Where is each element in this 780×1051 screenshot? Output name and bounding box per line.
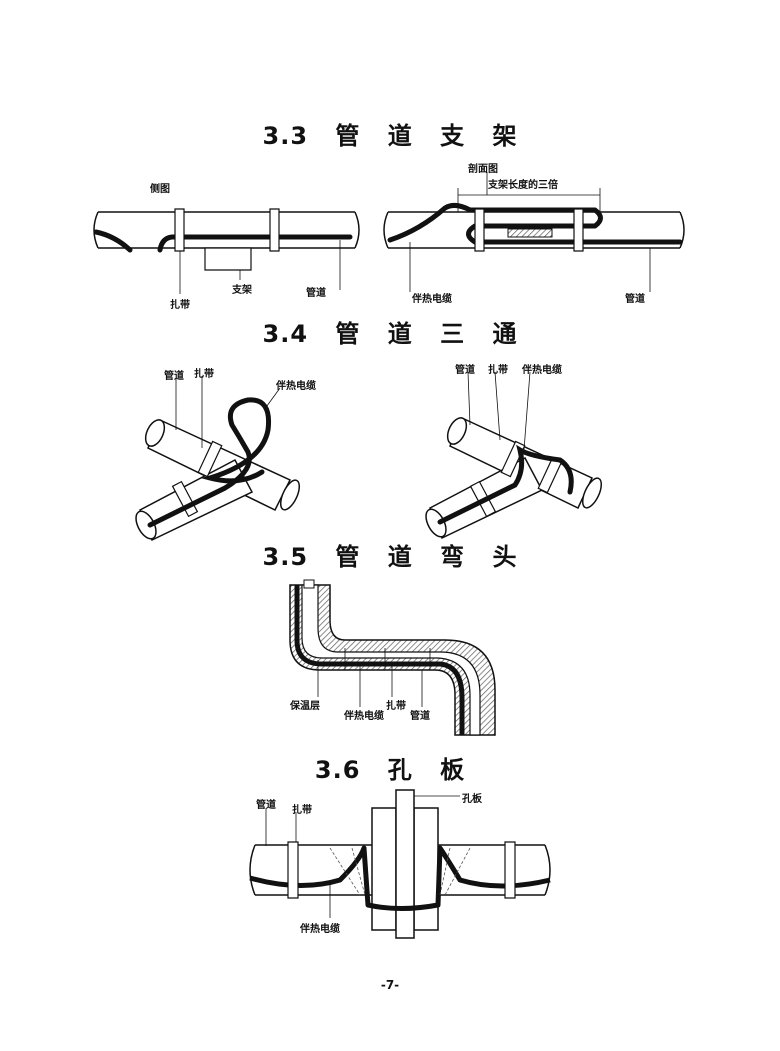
flange-left [372,808,396,930]
page-number: -7- [380,978,400,992]
label-pipe-right: 管道 [625,294,645,305]
leader-lines [468,372,530,450]
orifice-pipe [250,845,550,895]
elbow-cable [297,585,462,735]
orifice-cable [250,848,550,909]
label-elbow-pipe: 管道 [410,711,430,722]
label-tee-left-pipe: 管道 [164,371,184,382]
label-pipe: 管道 [306,288,326,299]
tie-band [175,209,184,251]
label-insulation: 保温层 [290,701,320,712]
section-3-6-title: 3.6 孔 板 [314,756,466,784]
support-block [205,248,251,270]
leader-lines [266,796,460,918]
label-elbow-cable: 伴热电缆 [344,711,384,722]
label-side-view: 侧图 [150,184,170,195]
label-elbow-tie: 扎带 [386,701,406,712]
label-cable: 伴热电缆 [412,294,452,305]
tie-band [288,842,298,898]
label-orifice-cable: 伴热电缆 [300,924,340,935]
label-support: 支架 [232,285,252,296]
leader-lines [410,242,650,292]
orifice-plate [396,790,414,938]
label-support-length: 支架长度的三倍 [488,180,558,191]
elbow-ties [304,580,430,707]
leader-lines [180,240,340,294]
label-orifice-tie: 扎带 [292,805,312,816]
label-tee-right-pipe: 管道 [455,365,475,376]
tie-band [198,441,221,476]
dimension-line [458,172,600,212]
section-view-cable [390,205,680,242]
tee-left-cable [150,400,269,525]
label-tee-left-tie: 扎带 [194,369,214,380]
side-view-pipe [94,212,359,248]
dashed-guides [330,848,470,895]
leader-lines [176,376,280,448]
label-orifice-plate: 孔板 [462,794,482,805]
label-tee-right-tie: 扎带 [488,365,508,376]
tee-right-cable [440,450,571,522]
tie-band [505,842,515,898]
tee-right-pipes [422,415,605,540]
tie-band [270,209,279,251]
label-orifice-pipe: 管道 [256,800,276,811]
label-section-view: 剖面图 [468,164,498,175]
side-view-cable [96,232,350,250]
label-tee-left-cable: 伴热电缆 [276,381,316,392]
elbow-insulation [290,585,495,735]
label-tie: 扎带 [170,300,190,311]
tie-band [475,209,484,251]
tie-band [574,209,583,251]
flange-right [414,808,438,930]
section-3-4-title: 3.4 管 道 三 通 [262,320,518,348]
section-3-5-title: 3.5 管 道 弯 头 [262,543,518,571]
tie-band [173,482,198,517]
label-tee-right-cable: 伴热电缆 [522,365,562,376]
section-3-3-title: 3.3 管 道 支 架 [262,122,518,150]
support-section [508,229,552,237]
